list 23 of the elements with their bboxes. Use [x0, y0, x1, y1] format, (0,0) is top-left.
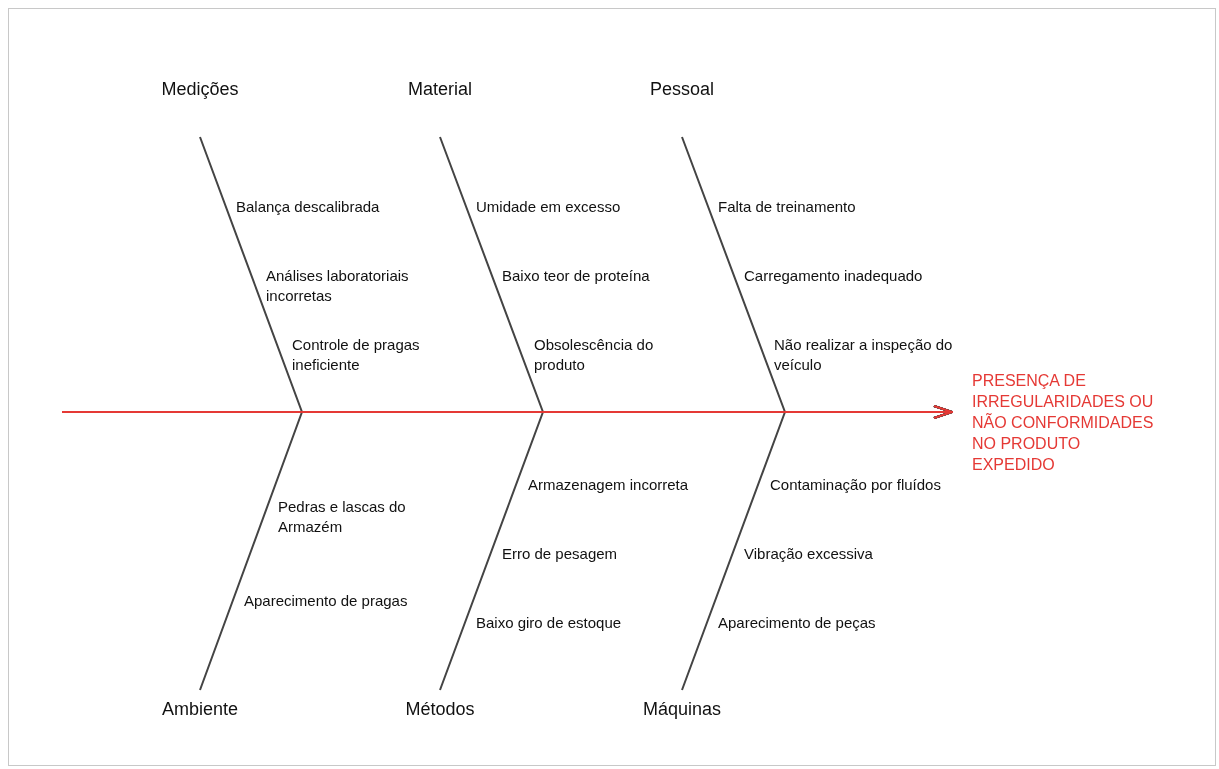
spine-arrow: [61, 405, 953, 419]
cause-label: Contaminação por fluídos: [770, 475, 941, 495]
cause-label: Erro de pesagem: [502, 544, 618, 564]
cause-label: Análises laboratoriais incorretas: [266, 266, 410, 306]
cause-label: Obsolescência do produto: [534, 335, 655, 375]
cause-label: Baixo giro de estoque: [476, 613, 622, 633]
cause-label: Falta de treinamento: [718, 197, 856, 217]
category-label: Métodos: [380, 690, 500, 720]
cause-label: Armazenagem incorreta: [528, 475, 689, 495]
cause-label: Carregamento inadequado: [744, 266, 923, 286]
cause-label: Vibração excessiva: [744, 544, 873, 564]
cause-label: Balança descalibrada: [236, 197, 380, 217]
cause-label: Aparecimento de pragas: [244, 591, 408, 611]
category-label: Pessoal: [622, 78, 742, 137]
cause-label: Pedras e lascas do Armazém: [278, 497, 407, 537]
cause-label: Controle de pragas ineficiente: [292, 335, 421, 375]
category-label: Ambiente: [140, 690, 260, 720]
category-label: Medições: [140, 78, 260, 137]
category-label: Máquinas: [622, 690, 742, 720]
cause-label: Baixo teor de proteína: [502, 266, 650, 286]
category-label: Material: [380, 78, 500, 137]
cause-label: Aparecimento de peças: [718, 613, 876, 633]
cause-label: Umidade em excesso: [476, 197, 621, 217]
